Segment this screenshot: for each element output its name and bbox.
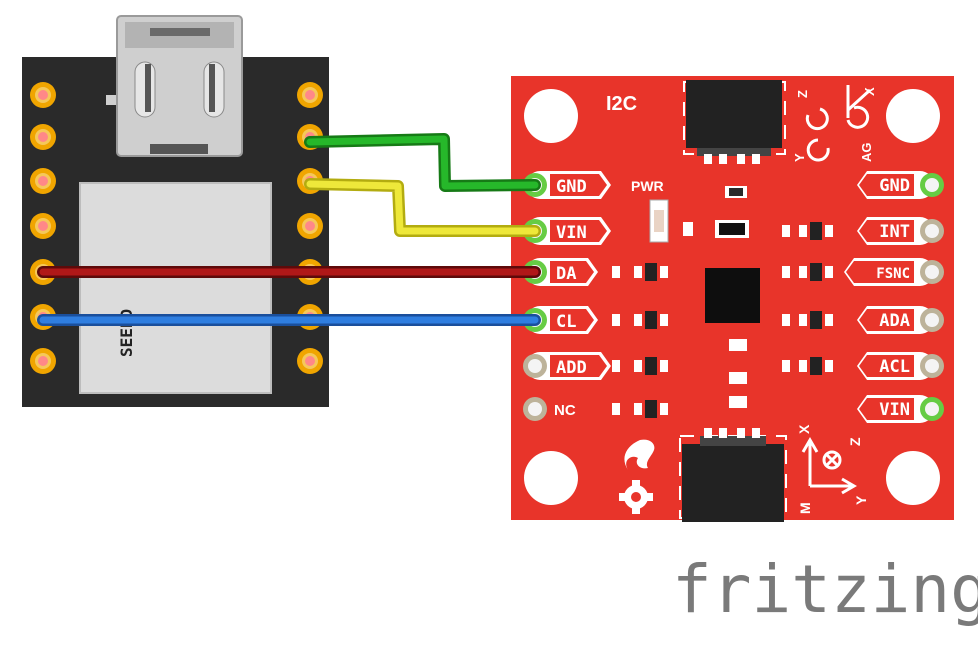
smd-resistor — [634, 357, 668, 375]
sensor-pin-label: VIN — [879, 400, 910, 420]
axis-ag-label: AG — [859, 143, 874, 163]
qwiic-connector-top — [683, 80, 786, 164]
sensor-pin-label: GND — [879, 176, 910, 196]
mounting-hole — [886, 451, 940, 505]
sensor-pin-vin[interactable]: VIN — [523, 217, 611, 245]
sensor-pin-right-gnd[interactable]: GND — [857, 171, 944, 199]
wires — [37, 133, 541, 326]
sensor-pin-label: DA — [556, 264, 576, 284]
axis-indicator-bottom — [801, 437, 857, 495]
sparkfun-logo — [624, 439, 655, 470]
smd-cap — [729, 396, 747, 408]
smd-resistor — [634, 400, 668, 418]
mounting-hole — [524, 451, 578, 505]
smd-resistor — [799, 311, 833, 329]
mounting-hole — [524, 89, 578, 143]
sensor-pin-label: VIN — [556, 223, 587, 243]
sensor-pin-gnd[interactable]: GND — [523, 171, 611, 199]
smd-cap — [729, 339, 747, 351]
sensor-pin-label: ADA — [879, 311, 910, 331]
axis-z-bottom-label: Z — [847, 437, 863, 446]
sensor-pin-label: INT — [879, 222, 910, 242]
xiao-right-pin-1[interactable] — [297, 82, 323, 108]
usb-c-connector — [116, 15, 243, 157]
axis-y-bottom-label: Y — [853, 495, 869, 505]
sensor-pin-right-int[interactable]: INT — [857, 217, 944, 245]
fritzing-watermark: fritzing — [672, 551, 978, 628]
xiao-left-pin-7[interactable] — [30, 348, 56, 374]
smd-resistor — [799, 222, 833, 240]
sensor-pin-label: FSNC — [876, 266, 910, 282]
sensor-pin-right-acl[interactable]: ACL — [857, 352, 944, 380]
sensor-pin-label: CL — [556, 312, 576, 332]
imu-chip — [705, 268, 760, 323]
axis-x-label: X — [862, 87, 877, 96]
axis-indicator-top — [805, 85, 872, 162]
xiao-left-pin-3[interactable] — [30, 168, 56, 194]
xiao-left-pin-2[interactable] — [30, 124, 56, 150]
axis-m-bottom-label: M — [797, 502, 813, 514]
smd-resistor — [634, 311, 668, 329]
sensor-pin-label: ADD — [556, 358, 587, 378]
sensor-pin-right-fsnc[interactable]: FSNC — [844, 258, 944, 286]
sensor-pin-right-ada[interactable]: ADA — [857, 306, 944, 334]
smd-resistor — [799, 263, 833, 281]
qwiic-connector-bottom — [679, 428, 787, 522]
sensor-pin-label: GND — [556, 177, 587, 197]
sensor-pin-nc[interactable]: NC — [523, 397, 576, 421]
pwr-label: PWR — [631, 178, 664, 194]
sensor-board: I2C PWR — [511, 76, 954, 522]
smd-cap — [729, 372, 747, 384]
oshw-gear-icon — [619, 480, 653, 514]
sensor-pin-label: NC — [554, 402, 576, 419]
i2c-title: I2C — [606, 93, 637, 115]
sensor-pin-label: ACL — [879, 357, 910, 377]
xiao-shield — [79, 182, 272, 394]
mounting-hole — [886, 89, 940, 143]
smd-resistor — [799, 357, 833, 375]
xiao-left-pin-4[interactable] — [30, 213, 56, 239]
xiao-right-pin-4[interactable] — [297, 213, 323, 239]
axis-x-bottom-label: X — [796, 424, 812, 434]
xiao-left-pin-1[interactable] — [30, 82, 56, 108]
xiao-right-pin-7[interactable] — [297, 348, 323, 374]
xiao-board: SEEED — [22, 15, 329, 407]
axis-y-label: Y — [792, 153, 807, 162]
sensor-pin-add[interactable]: ADD — [523, 352, 611, 380]
axis-z-label: Z — [795, 90, 810, 98]
sensor-pin-right-vin[interactable]: VIN — [857, 395, 944, 423]
smd-resistor — [634, 263, 668, 281]
